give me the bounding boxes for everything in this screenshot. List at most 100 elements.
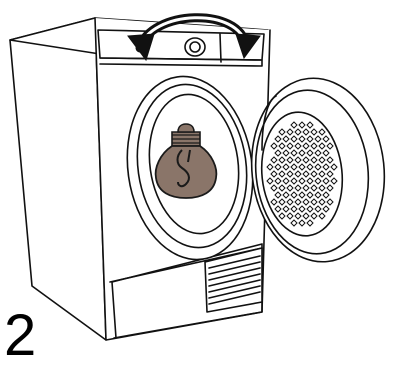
mesh-hole: [330, 177, 338, 185]
mesh-hole: [326, 184, 334, 192]
mesh-hole: [326, 198, 334, 206]
mesh-hole: [274, 177, 282, 185]
vent-grille: [204, 247, 263, 313]
dryer-side-panel: [9, 17, 107, 341]
mesh-hole: [306, 149, 314, 157]
step-number: 2: [4, 303, 37, 368]
mesh-hole: [298, 219, 306, 227]
mesh-hole: [294, 198, 302, 206]
mesh-hole: [274, 149, 282, 157]
mesh-hole: [326, 156, 334, 164]
door-filter-mesh: [266, 121, 338, 227]
mesh-hole: [282, 149, 290, 157]
mesh-hole: [294, 184, 302, 192]
mesh-hole: [302, 212, 310, 220]
mesh-hole: [306, 135, 314, 143]
mesh-hole: [322, 163, 330, 171]
mesh-hole: [274, 191, 282, 199]
mesh-hole: [274, 163, 282, 171]
mesh-hole: [286, 184, 294, 192]
mesh-hole: [310, 212, 318, 220]
mesh-hole: [314, 135, 322, 143]
mesh-hole: [318, 184, 326, 192]
mesh-hole: [314, 205, 322, 213]
mesh-hole: [266, 163, 274, 171]
mesh-hole: [326, 142, 334, 150]
mesh-hole: [282, 135, 290, 143]
mesh-hole: [318, 142, 326, 150]
mesh-hole: [278, 128, 286, 136]
mesh-hole: [302, 128, 310, 136]
mesh-hole: [314, 163, 322, 171]
mesh-hole: [294, 128, 302, 136]
mesh-hole: [302, 198, 310, 206]
mesh-hole: [270, 198, 278, 206]
mesh-hole: [330, 163, 338, 171]
mesh-hole: [298, 149, 306, 157]
mesh-hole: [294, 156, 302, 164]
mesh-hole: [322, 177, 330, 185]
mesh-hole: [302, 156, 310, 164]
mesh-hole: [310, 156, 318, 164]
mesh-hole: [290, 219, 298, 227]
mesh-hole: [278, 156, 286, 164]
control-knob: [184, 37, 206, 57]
mesh-hole: [310, 184, 318, 192]
mesh-hole: [286, 170, 294, 178]
mesh-hole: [322, 135, 330, 143]
mesh-hole: [318, 170, 326, 178]
mesh-hole: [290, 205, 298, 213]
mesh-hole: [318, 212, 326, 220]
mesh-hole: [270, 156, 278, 164]
mesh-hole: [290, 177, 298, 185]
mesh-hole: [302, 170, 310, 178]
mesh-hole: [314, 191, 322, 199]
mesh-hole: [270, 184, 278, 192]
mesh-hole: [310, 170, 318, 178]
mesh-hole: [298, 135, 306, 143]
mesh-hole: [302, 142, 310, 150]
mesh-hole: [298, 191, 306, 199]
mesh-hole: [318, 128, 326, 136]
mesh-hole: [286, 142, 294, 150]
mesh-hole: [286, 212, 294, 220]
mesh-hole: [298, 163, 306, 171]
mesh-hole: [318, 198, 326, 206]
mesh-hole: [310, 142, 318, 150]
mesh-hole: [286, 198, 294, 206]
mesh-hole: [274, 135, 282, 143]
mesh-hole: [290, 191, 298, 199]
mesh-hole: [290, 163, 298, 171]
mesh-hole: [310, 198, 318, 206]
mesh-hole: [294, 170, 302, 178]
rotate-arrows-icon: [127, 13, 261, 62]
mesh-hole: [286, 128, 294, 136]
mesh-hole: [322, 205, 330, 213]
mesh-hole: [322, 149, 330, 157]
mesh-hole: [298, 205, 306, 213]
mesh-hole: [306, 219, 314, 227]
mesh-hole: [306, 177, 314, 185]
mesh-hole: [286, 156, 294, 164]
mesh-hole: [298, 121, 306, 129]
mesh-hole: [278, 184, 286, 192]
mesh-hole: [266, 177, 274, 185]
mesh-hole: [318, 156, 326, 164]
mesh-hole: [322, 191, 330, 199]
mesh-hole: [290, 135, 298, 143]
mesh-hole: [302, 184, 310, 192]
mesh-hole: [314, 149, 322, 157]
mesh-hole: [278, 198, 286, 206]
mesh-hole: [294, 212, 302, 220]
mesh-hole: [278, 142, 286, 150]
light-bulb-icon: [154, 123, 218, 199]
mesh-hole: [270, 170, 278, 178]
mesh-hole: [306, 191, 314, 199]
mesh-hole: [282, 191, 290, 199]
mesh-hole: [298, 177, 306, 185]
mesh-hole: [294, 142, 302, 150]
mesh-hole: [306, 121, 314, 129]
mesh-hole: [282, 205, 290, 213]
mesh-hole: [282, 163, 290, 171]
